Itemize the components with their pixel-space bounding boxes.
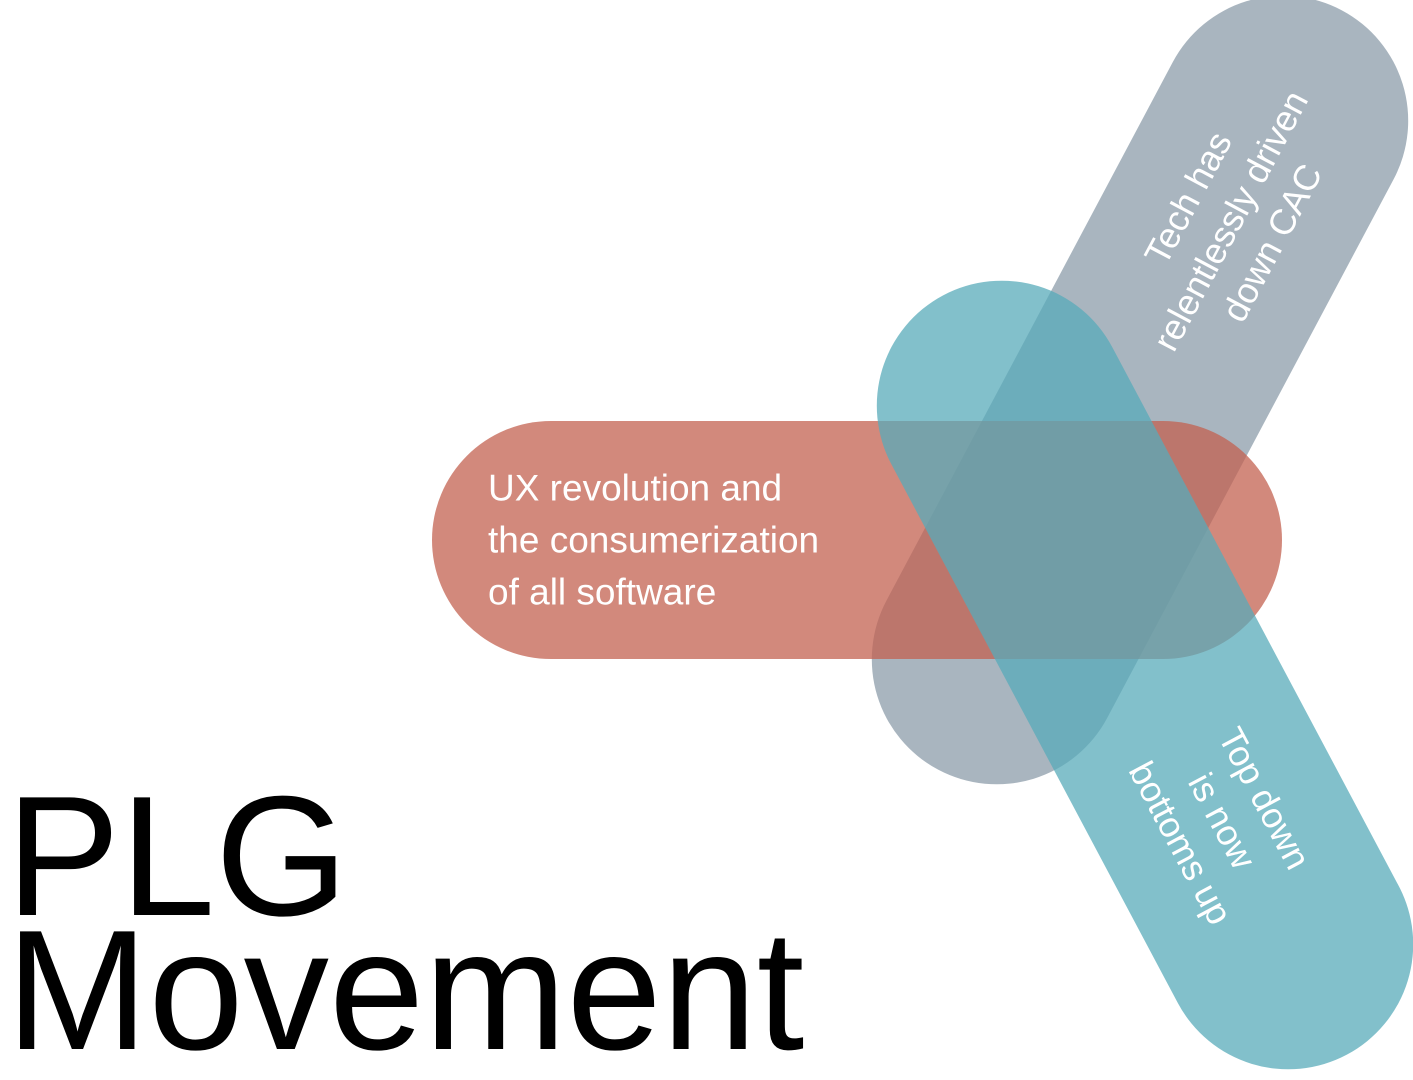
pill-ux-consumerization-label: UX revolution and the consumerization of… <box>488 467 820 612</box>
pill-tech-cac-label: Tech has relentlessly driven down CAC <box>1136 83 1331 358</box>
slide-title: PLG Movement <box>6 761 805 1080</box>
pill-top-down-bottoms-up-label: Top down is now bottoms up <box>1120 720 1319 932</box>
